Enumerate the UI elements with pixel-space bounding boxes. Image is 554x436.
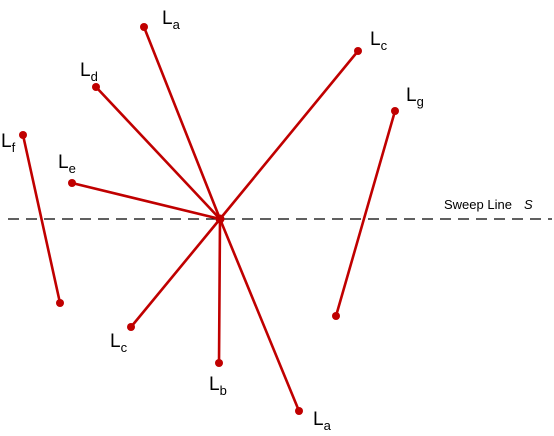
sweep-line-label: Sweep Line S — [444, 197, 533, 212]
endpoint-g-bottom — [332, 312, 340, 320]
intersection-point — [215, 214, 225, 224]
endpoint-e — [68, 179, 76, 187]
label-e: Le — [58, 152, 76, 176]
endpoint-a-top — [140, 23, 148, 31]
segment-b — [217, 217, 222, 365]
endpoint-a-bottom — [295, 407, 303, 415]
endpoint-c-bottom — [127, 323, 135, 331]
label-a-top: La — [162, 8, 181, 32]
label-b: Lb — [209, 374, 227, 398]
segment-c-top — [218, 49, 360, 221]
label-f: Lf — [1, 131, 16, 155]
label-c-top: Lc — [370, 29, 388, 53]
segments-group — [21, 25, 397, 413]
segment-e — [70, 181, 222, 221]
label-c-bottom: Lc — [110, 331, 128, 355]
segment-f — [21, 133, 62, 305]
endpoint-f-bottom — [56, 299, 64, 307]
sweep-line-label-text: Sweep Line — [444, 197, 512, 212]
segment-a-top — [142, 25, 222, 221]
label-a-bottom: La — [313, 409, 332, 433]
endpoints-group — [19, 23, 399, 415]
endpoint-d — [92, 83, 100, 91]
endpoint-c-top — [354, 47, 362, 55]
segment-c-bottom — [129, 217, 222, 329]
label-g: Lg — [406, 85, 424, 109]
sweep-line-name: S — [524, 197, 533, 212]
endpoint-g-top — [391, 107, 399, 115]
segment-g — [334, 109, 397, 318]
segment-d — [94, 85, 222, 221]
endpoint-b — [215, 359, 223, 367]
endpoint-f-top — [19, 131, 27, 139]
label-d: Ld — [80, 60, 98, 84]
segment-a-bottom — [218, 217, 301, 413]
labels-group: La Lc Ld Le Lc Lb La Lf Lg — [1, 8, 424, 433]
